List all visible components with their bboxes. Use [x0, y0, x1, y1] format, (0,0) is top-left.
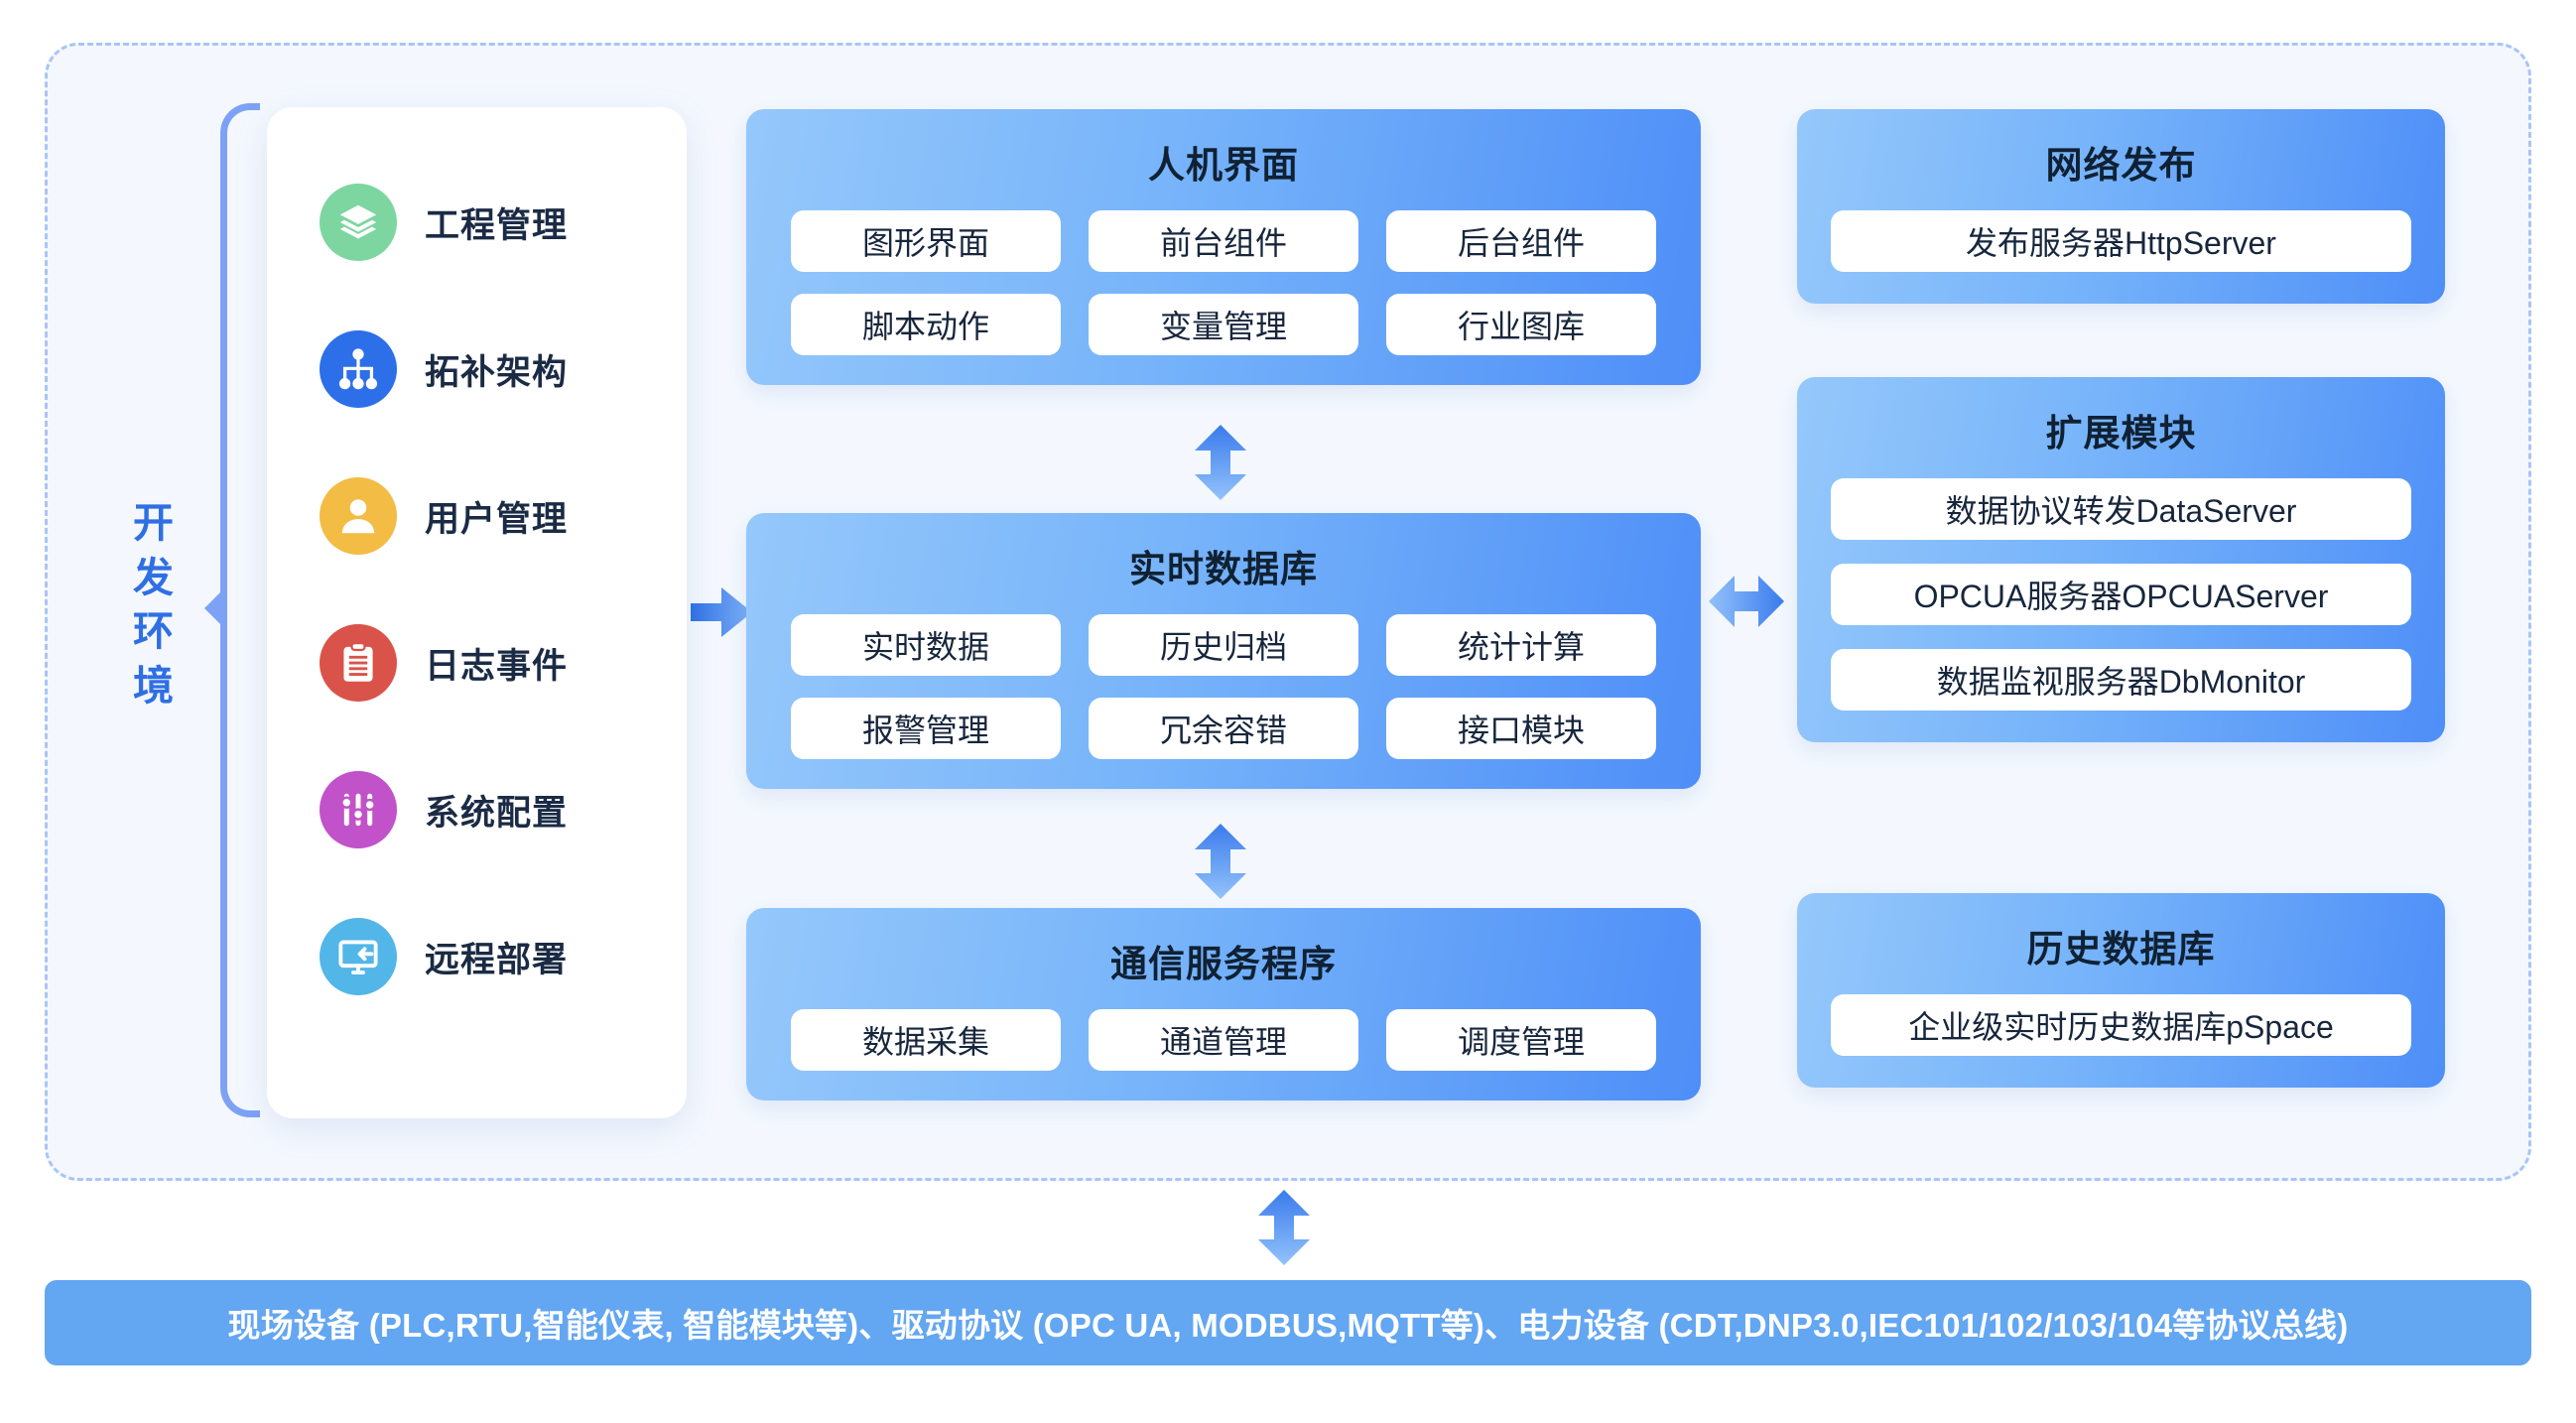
panel-chip-grid: 数据采集 通道管理 调度管理 — [746, 1009, 1701, 1100]
chip-item[interactable]: 数据协议转发DataServer — [1831, 478, 2411, 540]
panel-extension-modules: 扩展模块 数据协议转发DataServer OPCUA服务器OPCUAServe… — [1797, 377, 2445, 742]
arrow-database-to-communication-icon — [1193, 824, 1248, 899]
sliders-icon — [320, 771, 397, 848]
sidebar-item-project-management[interactable]: 工程管理 — [267, 149, 687, 296]
sidebar-item-label: 工程管理 — [425, 205, 569, 245]
panel-title: 通信服务程序 — [1110, 944, 1337, 984]
panel-title: 人机界面 — [1148, 145, 1299, 186]
panel-title: 网络发布 — [2045, 145, 2197, 186]
panel-hmi: 人机界面 图形界面 前台组件 后台组件 脚本动作 变量管理 行业图库 — [746, 109, 1701, 385]
chip-item[interactable]: 实时数据 — [791, 614, 1061, 676]
arrow-database-to-extension-icon — [1709, 574, 1784, 629]
arrow-platform-to-field-bus-icon — [1256, 1190, 1312, 1265]
chip-item[interactable]: 发布服务器HttpServer — [1831, 210, 2411, 272]
dev-env-bracket-notch — [204, 590, 222, 626]
chip-item[interactable]: 接口模块 — [1386, 698, 1656, 759]
monitor-icon — [320, 918, 397, 995]
sidebar-item-label: 用户管理 — [425, 499, 569, 539]
panel-title: 历史数据库 — [2026, 929, 2216, 970]
chip-item[interactable]: 数据监视服务器DbMonitor — [1831, 649, 2411, 711]
dev-env-label: 开发环境 — [133, 500, 175, 709]
panel-web-publishing: 网络发布 发布服务器HttpServer — [1797, 109, 2445, 304]
sidebar-item-log-events[interactable]: 日志事件 — [267, 589, 687, 736]
chip-item[interactable]: 企业级实时历史数据库pSpace — [1831, 994, 2411, 1056]
chip-item[interactable]: 调度管理 — [1386, 1009, 1656, 1071]
chip-item[interactable]: 通道管理 — [1089, 1009, 1358, 1071]
chip-item[interactable]: 前台组件 — [1089, 210, 1358, 272]
chip-item[interactable]: 行业图库 — [1386, 294, 1656, 355]
layers-icon — [320, 184, 397, 261]
sidebar-item-label: 日志事件 — [425, 646, 569, 686]
sidebar-item-remote-deployment[interactable]: 远程部署 — [267, 883, 687, 1030]
hierarchy-icon — [320, 330, 397, 408]
sidebar-item-label: 系统配置 — [425, 793, 569, 833]
panel-chip-list: 数据协议转发DataServer OPCUA服务器OPCUAServer 数据监… — [1797, 478, 2445, 742]
chip-item[interactable]: OPCUA服务器OPCUAServer — [1831, 564, 2411, 625]
user-icon — [320, 477, 397, 555]
panel-historical-database: 历史数据库 企业级实时历史数据库pSpace — [1797, 893, 2445, 1088]
panel-realtime-database: 实时数据库 实时数据 历史归档 统计计算 报警管理 冗余容错 接口模块 — [746, 513, 1701, 789]
sidebar-item-user-management[interactable]: 用户管理 — [267, 443, 687, 589]
dev-env-bracket — [220, 103, 260, 1117]
chip-item[interactable]: 统计计算 — [1386, 614, 1656, 676]
chip-item[interactable]: 冗余容错 — [1089, 698, 1358, 759]
panel-title: 实时数据库 — [1129, 549, 1318, 589]
chip-item[interactable]: 后台组件 — [1386, 210, 1656, 272]
panel-title: 扩展模块 — [2045, 413, 2197, 453]
panel-chip-list: 发布服务器HttpServer — [1797, 210, 2445, 304]
dev-env-sidebar: 工程管理 拓补架构 用户管理 — [267, 107, 687, 1118]
chip-item[interactable]: 脚本动作 — [791, 294, 1061, 355]
sidebar-item-label: 拓补架构 — [425, 352, 569, 392]
panel-chip-list: 企业级实时历史数据库pSpace — [1797, 994, 2445, 1088]
chip-item[interactable]: 数据采集 — [791, 1009, 1061, 1071]
chip-item[interactable]: 历史归档 — [1089, 614, 1358, 676]
chip-item[interactable]: 变量管理 — [1089, 294, 1358, 355]
arrow-sidebar-to-database-icon — [691, 583, 752, 641]
field-device-bus-banner: 现场设备 (PLC,RTU,智能仪表, 智能模块等)、驱动协议 (OPC UA,… — [45, 1280, 2531, 1365]
chip-item[interactable]: 报警管理 — [791, 698, 1061, 759]
arrow-hmi-to-database-icon — [1193, 425, 1248, 500]
panel-communication-service: 通信服务程序 数据采集 通道管理 调度管理 — [746, 908, 1701, 1100]
panel-chip-grid: 图形界面 前台组件 后台组件 脚本动作 变量管理 行业图库 — [746, 210, 1701, 385]
clipboard-icon — [320, 624, 397, 702]
sidebar-item-label: 远程部署 — [425, 940, 569, 979]
panel-chip-grid: 实时数据 历史归档 统计计算 报警管理 冗余容错 接口模块 — [746, 614, 1701, 789]
sidebar-item-system-configuration[interactable]: 系统配置 — [267, 736, 687, 883]
chip-item[interactable]: 图形界面 — [791, 210, 1061, 272]
sidebar-item-topology-architecture[interactable]: 拓补架构 — [267, 296, 687, 443]
